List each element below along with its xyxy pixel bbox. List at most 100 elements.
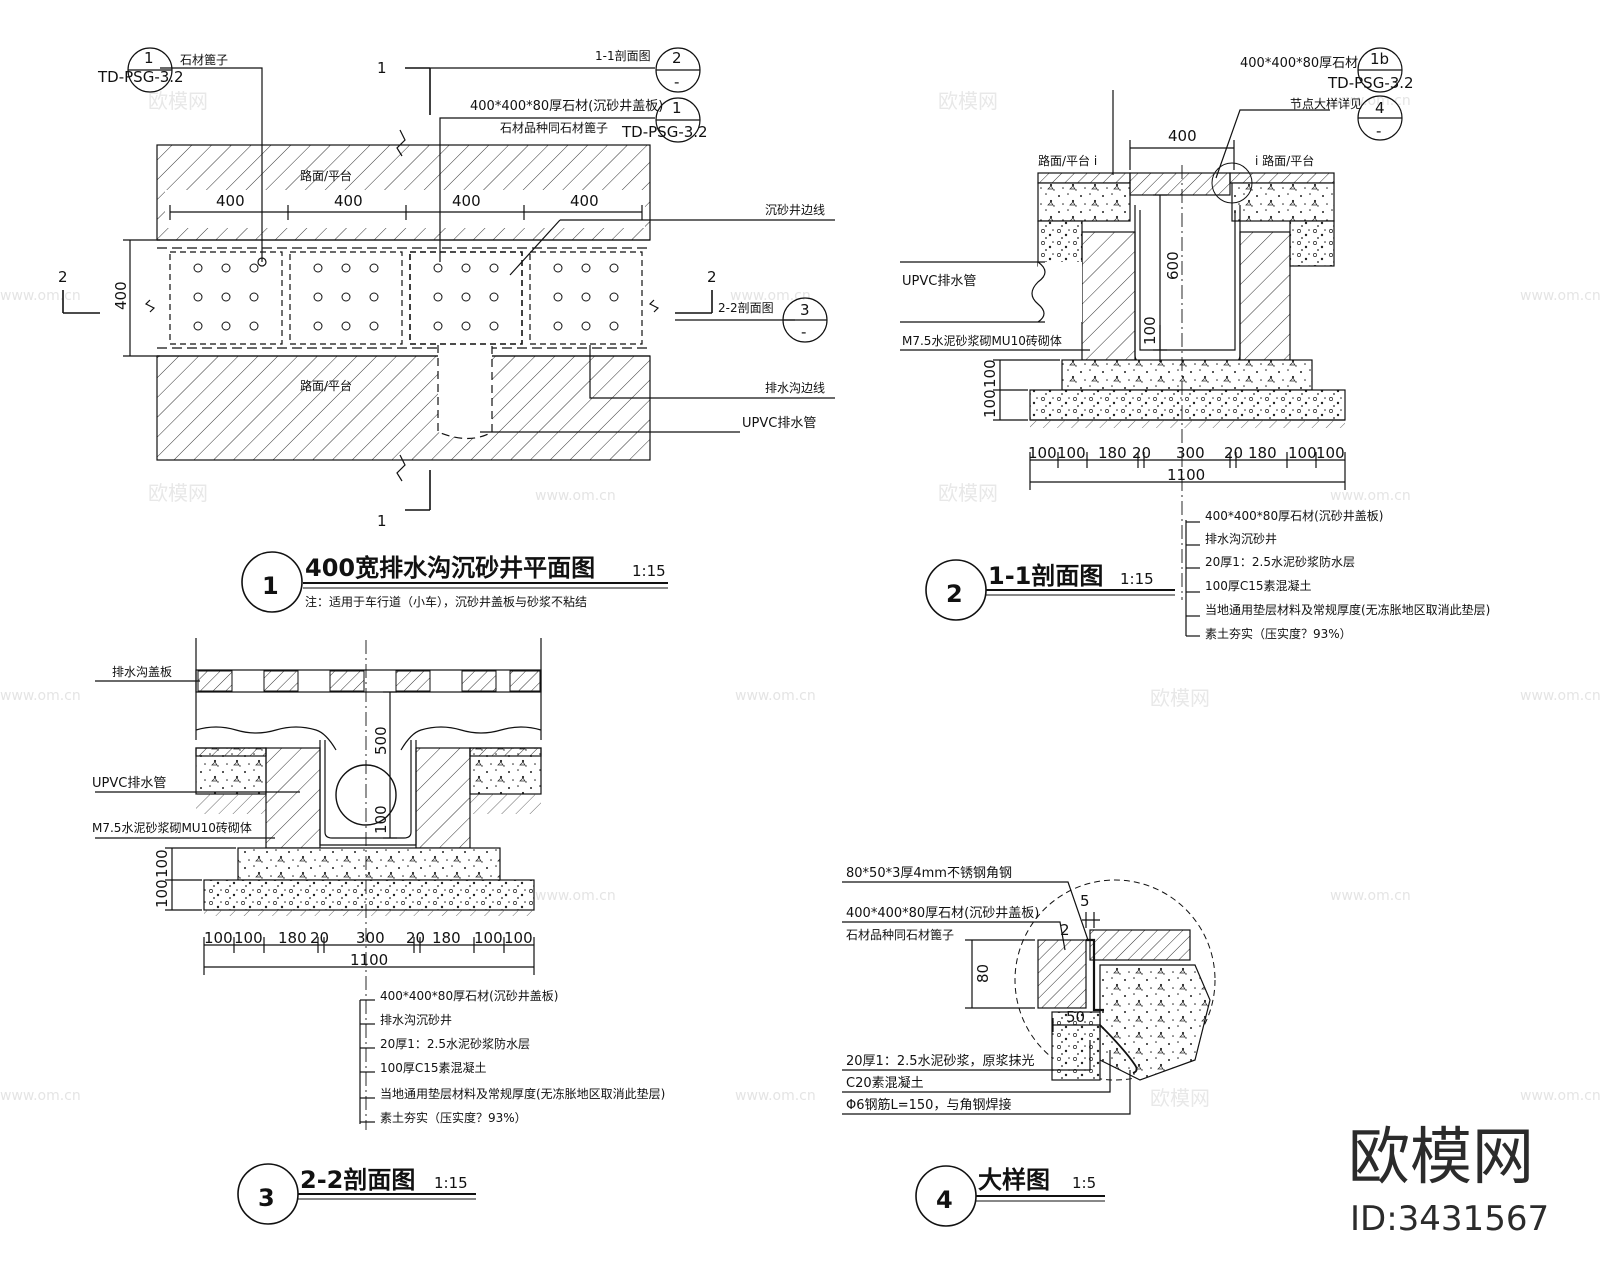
stone-grate-label: 石材篦子 — [180, 52, 228, 67]
detail-angle-label: 80*50*3厚4mm不锈钢角钢 — [846, 866, 1012, 881]
title-circle-1 — [241, 551, 303, 613]
watermark-text: 欧模网 — [938, 481, 998, 505]
plan-dim: 400 — [570, 192, 599, 210]
watermark-url: www.om.cn — [1330, 888, 1411, 904]
detail-concrete-label: C20素混凝土 — [846, 1075, 924, 1091]
s22-layer: 400*400*80厚石材(沉砂井盖板) — [380, 989, 558, 1003]
detail-view — [842, 879, 1216, 1227]
brand-name: 欧模网 — [1348, 1120, 1534, 1193]
plan-view — [62, 47, 835, 613]
s22-layer: 排水沟沉砂井 — [380, 1013, 452, 1027]
s22-dim: 20 — [406, 929, 425, 947]
watermark-text: 欧模网 — [148, 481, 208, 505]
detail-mortar-label: 20厚1：2.5水泥砂浆，原浆抹光 — [846, 1054, 1035, 1069]
s11-layer: 400*400*80厚石材(沉砂井盖板) — [1205, 509, 1383, 523]
pipe-label: UPVC排水管 — [742, 416, 816, 431]
plan-dim: 400 — [334, 192, 363, 210]
s11-ref-sheet: TD-PSG-3.2 — [1327, 74, 1414, 92]
ditch-edge-label: 排水沟边线 — [765, 381, 825, 395]
s11-dim-left: 100 — [981, 389, 999, 418]
s22-layer: 素土夯实（压实度？93%） — [380, 1110, 527, 1125]
watermark-text: 欧模网 — [1150, 686, 1210, 710]
plan-dim-side: 400 — [112, 281, 130, 310]
section-1-1 — [900, 47, 1403, 637]
cut-mark-1-bottom: 1 — [377, 512, 387, 530]
sand-well-cover — [409, 251, 523, 345]
detail-rebar-label: Φ6钢筋L=150，与角钢焊接 — [846, 1097, 1011, 1113]
ref4-sheet: - — [801, 323, 806, 341]
plan-labels: 石材篦子 1 TD-PSG-3.2 1-1剖面图 2 - 400*400*80厚… — [58, 49, 825, 609]
section22-label: 2-2剖面图 — [718, 301, 774, 315]
watermarks: 欧模网 欧模网 www.om.cn www.om.cn www.om.cn ww… — [0, 89, 1600, 1110]
section11-label: 1-1剖面图 — [595, 49, 651, 63]
s11-dim: 100 — [1057, 444, 1086, 462]
watermark-url: www.om.cn — [0, 688, 81, 704]
detail-labels: 80*50*3厚4mm不锈钢角钢 400*400*80厚石材(沉砂井盖板) 石材… — [846, 866, 1096, 1214]
s22-dim: 100 — [234, 929, 263, 947]
grate-1 — [169, 251, 283, 345]
detail-cover-sub: 石材品种同石材篦子 — [846, 927, 954, 942]
watermark-url: www.om.cn — [535, 888, 616, 904]
watermark-text: 欧模网 — [938, 89, 998, 113]
s22-pipe-label: UPVC排水管 — [92, 776, 166, 791]
s11-dim: 300 — [1176, 444, 1205, 462]
s11-layer: 素土夯实（压实度？93%） — [1205, 626, 1352, 641]
s22-dim: 180 — [278, 929, 307, 947]
s22-layer: 100厚C15素混凝土 — [380, 1060, 487, 1075]
s11-dim-top: 400 — [1168, 127, 1197, 145]
s22-dim-total: 1100 — [350, 951, 388, 969]
s11-detail-label: 节点大样详见 — [1290, 96, 1362, 111]
watermark-text: 欧模网 — [1150, 1086, 1210, 1110]
plan-note: 注：适用于车行道（小车），沉砂井盖板与砂浆不粘结 — [305, 594, 587, 609]
ref3-number: 1 — [672, 99, 682, 117]
s11-dim-depth: 600 — [1164, 251, 1182, 280]
well-edge-label: 沉砂井边线 — [765, 203, 825, 217]
ref4-number: 3 — [800, 301, 810, 319]
road-area-bottom — [156, 355, 651, 461]
brand-mark: 欧模网 ID:3431567 — [1348, 1120, 1549, 1239]
cut-mark-2-left: 2 — [58, 268, 68, 286]
watermark-url: www.om.cn — [535, 488, 616, 504]
watermark-url: www.om.cn — [1520, 288, 1600, 304]
s22-dim-left: 100 — [153, 849, 171, 878]
s22-scale: 1:15 — [434, 1174, 468, 1192]
detail-dim-80: 80 — [974, 964, 992, 983]
s11-dim-bottom: 100 — [1141, 316, 1159, 345]
s22-layer: 当地通用垫层材料及常规厚度(无冻胀地区取消此垫层) — [380, 1086, 665, 1101]
plan-dim: 400 — [216, 192, 245, 210]
road-label-top: 路面/平台 — [300, 168, 352, 183]
detail-dim-2: 2 — [1060, 921, 1070, 939]
watermark-url: www.om.cn — [0, 1088, 81, 1104]
s22-title: 2-2剖面图 — [300, 1166, 415, 1194]
s11-cover-label: 400*400*80厚石材 — [1240, 56, 1358, 71]
s11-layer: 排水沟沉砂井 — [1205, 532, 1277, 546]
s11-dim-left: 100 — [981, 359, 999, 388]
s22-dim: 300 — [356, 929, 385, 947]
plan-scale: 1:15 — [632, 562, 666, 580]
s11-dim: 100 — [1288, 444, 1317, 462]
cover-label: 400*400*80厚石材(沉砂井盖板) — [470, 99, 663, 114]
detail-dim-5: 5 — [1080, 892, 1090, 910]
s11-layer: 20厚1：2.5水泥砂浆防水层 — [1205, 554, 1355, 569]
ref2-sheet: - — [674, 73, 679, 91]
watermark-url: www.om.cn — [1330, 488, 1411, 504]
s11-dim: 20 — [1224, 444, 1243, 462]
s22-dim: 20 — [310, 929, 329, 947]
section-2-2 — [95, 638, 542, 1225]
watermark-text: 欧模网 — [148, 89, 208, 113]
title-number-4: 4 — [936, 1186, 953, 1214]
watermark-url: www.om.cn — [735, 1088, 816, 1104]
title-number-2: 2 — [946, 580, 963, 608]
s11-scale: 1:15 — [1120, 570, 1154, 588]
s11-road-left: 路面/平台 i — [1038, 153, 1097, 168]
s22-brick-label: M7.5水泥砂浆砌MU10砖砌体 — [92, 820, 252, 835]
s22-dim-depth: 500 — [372, 726, 390, 755]
detail-cover-label: 400*400*80厚石材(沉砂井盖板) — [846, 906, 1039, 921]
section-2-2-labels: 排水沟盖板 UPVC排水管 M7.5水泥砂浆砌MU10砖砌体 500 100 1… — [92, 665, 665, 1212]
s11-detail-sheet: - — [1376, 122, 1381, 140]
s22-dim: 100 — [204, 929, 233, 947]
s22-dim-left: 100 — [153, 879, 171, 908]
watermark-url: www.om.cn — [735, 688, 816, 704]
s11-brick-label: M7.5水泥砂浆砌MU10砖砌体 — [902, 333, 1062, 348]
